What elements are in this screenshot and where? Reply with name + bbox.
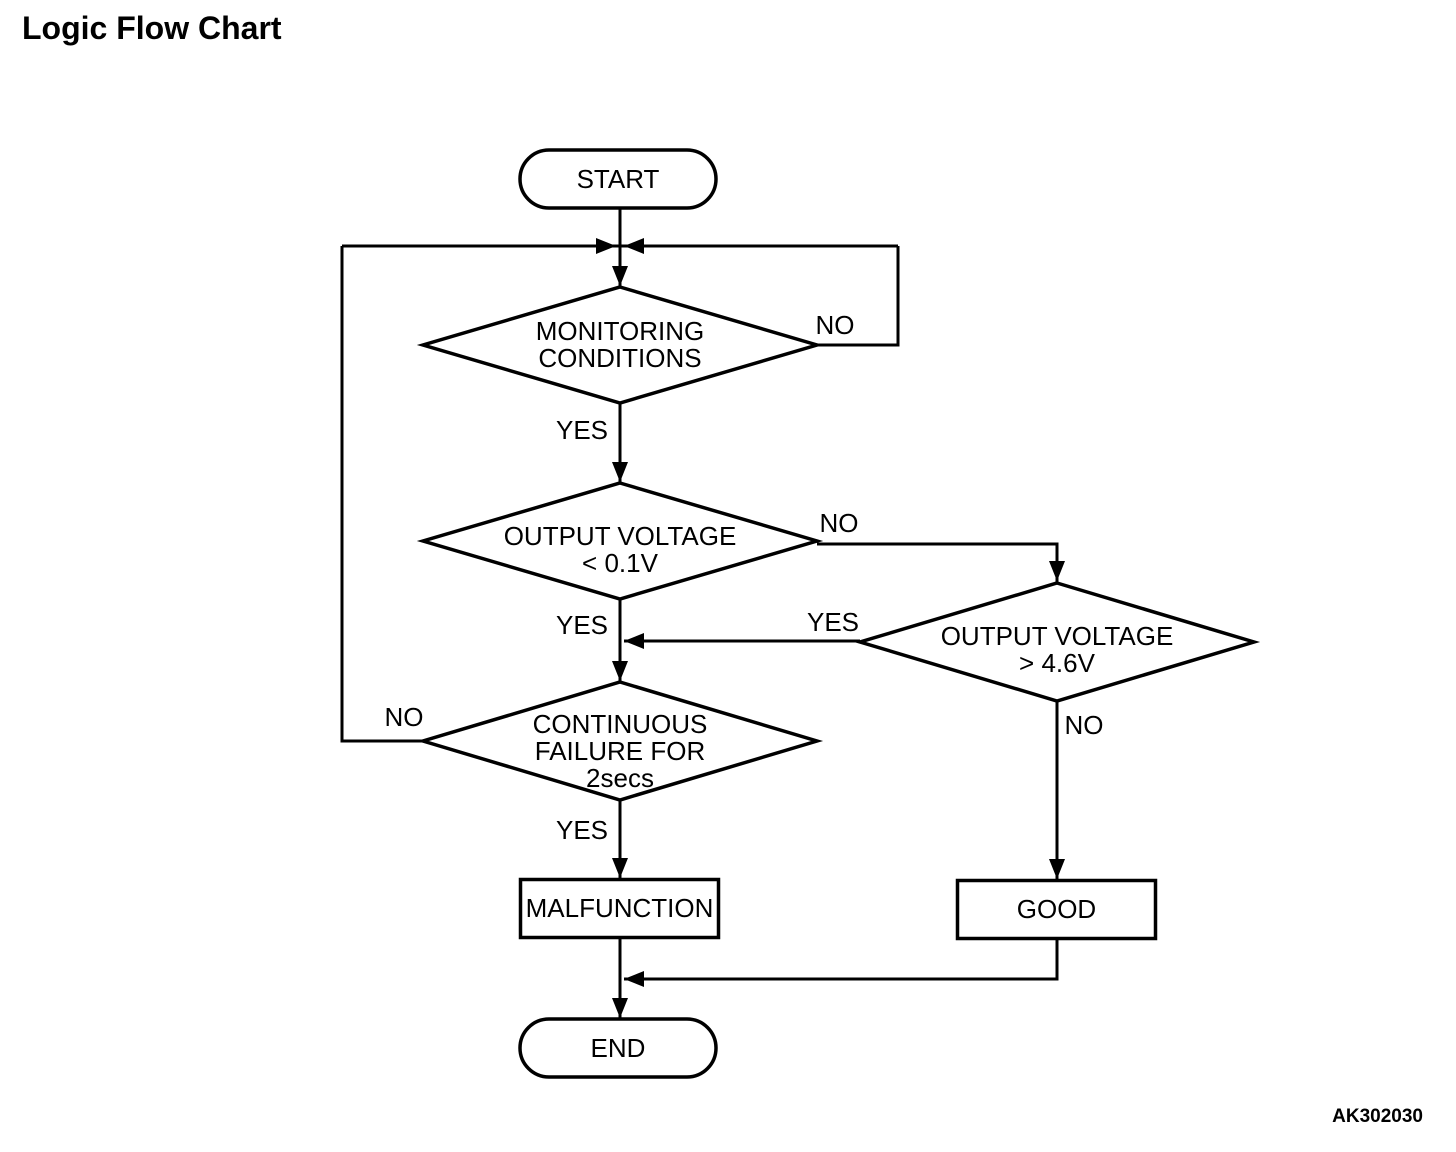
arrowhead-good-merge [624, 971, 644, 987]
malfunction-node-label: MALFUNCTION [525, 893, 714, 923]
edge-continuous-failure-no-loop [340, 246, 423, 743]
continuous-failure-node-label: CONTINUOUS FAILURE FOR 2secs [532, 708, 708, 793]
voltage-low-yes-label: YES [555, 610, 609, 640]
start-node-label: START [576, 163, 660, 194]
end-terminator-shape [518, 1017, 718, 1079]
good-node-label: GOOD [1016, 894, 1097, 924]
voltage-low-decision-shape [416, 481, 824, 601]
arrowhead-into-end [612, 998, 628, 1018]
arrowhead-into-continuous-failure [612, 661, 628, 681]
page-title: Logic Flow Chart [22, 10, 282, 46]
end-node-label: END [590, 1032, 646, 1063]
voltage-low-node-label: OUTPUT VOLTAGE < 0.1V [503, 521, 737, 578]
continuous-failure-no-label: NO [384, 702, 424, 732]
monitoring-no-label: NO [815, 310, 855, 340]
edge-monitoring-no-loop [815, 246, 900, 347]
malfunction-process-shape [518, 877, 721, 940]
edge-good-to-merge [624, 939, 1059, 981]
continuous-failure-yes-label: YES [555, 815, 609, 845]
arrowhead-into-malfunction [612, 858, 628, 878]
arrowhead-into-good [1049, 859, 1065, 879]
voltage-high-decision-shape [853, 581, 1261, 703]
monitoring-decision-shape [416, 285, 824, 405]
start-terminator-shape [518, 148, 718, 210]
voltage-low-no-label: NO [819, 508, 859, 538]
arrowhead-into-voltage-low [612, 462, 628, 482]
arrowhead-into-voltage-high [1049, 561, 1065, 581]
voltage-high-node-label: OUTPUT VOLTAGE > 4.6V [940, 621, 1174, 678]
monitoring-yes-label: YES [555, 415, 609, 445]
good-process-shape [955, 878, 1158, 941]
monitoring-node-label: MONITORING CONDITIONS [535, 316, 705, 373]
arrowhead-junction-from-left [596, 238, 616, 254]
voltage-high-yes-label: YES [806, 607, 860, 637]
arrowhead-voltage-high-yes-merge [624, 633, 644, 649]
continuous-failure-decision-shape [416, 680, 824, 802]
arrowhead-into-monitoring [612, 266, 628, 286]
arrowhead-junction-from-right [624, 238, 644, 254]
figure-code: AK302030 [1332, 1106, 1423, 1127]
edge-voltage-low-no [817, 542, 1059, 582]
voltage-high-no-label: NO [1064, 710, 1104, 740]
